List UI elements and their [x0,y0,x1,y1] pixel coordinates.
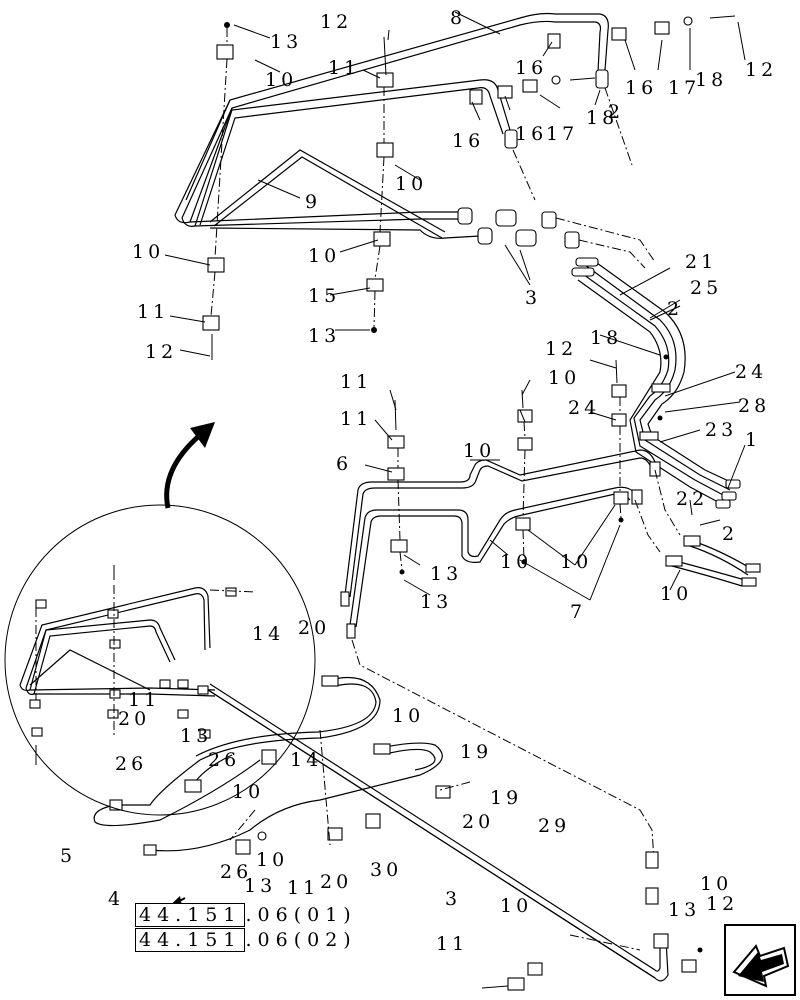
callout-10: 30 [370,859,402,881]
detail-overview-circle [4,422,656,979]
callout-1: 10 [463,440,495,462]
callout-19: 10 [232,781,264,803]
callout-7: 10 [660,583,692,605]
callout-10: 13 [668,899,700,921]
callout-12: 11 [340,371,372,393]
callout-8: 8 [450,7,466,29]
reference-links: 44.151.06(01) 44.151.06(02) [135,903,396,953]
triangle-tube-assembly [174,12,736,360]
callout-2: 10 [500,551,532,573]
callout-10: 10 [560,551,592,573]
hose-bundle-right [571,257,741,509]
callout-23: 1 [745,429,761,451]
callout-2: 2 [667,298,683,320]
callout-12: 11 [436,933,468,955]
callout-10: 10 [500,895,532,917]
callout-13: 13 [420,591,452,613]
callout-10: 11 [128,689,160,711]
callout-4: 3 [445,888,461,910]
callout-20: 5 [60,845,76,867]
reference-suffix: .06(01) [245,904,357,926]
callout-6: 22 [676,488,708,510]
callout-11: 11 [137,301,169,323]
hose-set-20 [93,675,471,856]
callout-19: 13 [180,725,212,747]
callout-10: 14 [252,623,284,645]
callout-20: 4 [108,888,124,910]
callout-26: 13 [244,875,276,897]
reference-main: 44.151 [135,903,246,927]
tube-assembly-1-2 [340,359,761,639]
callout-10: 10 [395,173,427,195]
callout-25: 25 [690,277,722,299]
callout-18: 18 [590,327,622,349]
callout-17: 17 [546,123,578,145]
callout-24: 24 [735,361,767,383]
callout-16: 16 [452,130,484,152]
callout-16: 16 [515,57,547,79]
callout-labels: 13 12 8 10 11 16 16 17 18 12 16 16 17 18… [60,7,777,955]
callout-11: 20 [320,871,352,893]
callout-10: 13 [430,563,462,585]
callout-22: 2 [722,523,738,545]
callout-10: 10 [265,69,297,91]
callout-18: 18 [586,107,618,129]
callout-10: 6 [336,453,352,475]
callout-16: 16 [625,77,657,99]
callout-11: 11 [340,408,372,430]
callout-10: 10 [132,241,164,263]
callout-28: 28 [738,395,770,417]
callout-17: 17 [668,77,700,99]
callout-30: 26 [220,861,252,883]
callout-12: 12 [745,59,777,81]
reference-main: 44.151 [135,928,246,952]
callout-11: 10 [548,367,580,389]
reference-link-2[interactable]: 44.151.06(02) [135,928,357,952]
previous-page-button[interactable] [724,924,796,996]
callout-26: 26 [208,749,240,771]
callout-13: 13 [270,31,302,53]
reference-link-1[interactable]: 44.151.06(01) [135,903,357,927]
long-tube-4-5 [204,639,703,991]
callout-13: 11 [287,877,319,899]
callout-20: 19 [460,741,492,763]
leader-lines [164,11,746,601]
callout-12: 12 [145,341,177,363]
arrow-left-icon [732,944,790,988]
callout-21: 21 [685,251,717,273]
reference-suffix: .06(02) [245,929,357,951]
callout-12: 12 [545,338,577,360]
callout-16: 16 [515,123,547,145]
callout-26: 14 [290,749,322,771]
callout-11: 11 [328,57,360,79]
callout-15: 15 [308,285,340,307]
callout-13: 12 [706,893,738,915]
callout-29: 10 [256,849,288,871]
callout-11: 20 [118,708,150,730]
callout-5: 29 [538,815,570,837]
callout-13: 7 [570,601,586,623]
callout-10: 20 [462,811,494,833]
callout-14: 20 [298,617,330,639]
callout-10: 10 [308,245,340,267]
callout-18: 18 [695,69,727,91]
callout-3: 10 [700,873,732,895]
callout-20: 10 [392,705,424,727]
callout-9: 9 [305,191,321,213]
callout-24: 23 [705,419,737,441]
callout-2: 2 [608,101,624,123]
callout-14: 19 [490,787,522,809]
callout-13: 26 [115,753,147,775]
callout-12: 12 [320,11,352,33]
callout-10: 24 [568,397,600,419]
callout-3: 3 [525,287,541,309]
callout-13: 13 [308,325,340,347]
